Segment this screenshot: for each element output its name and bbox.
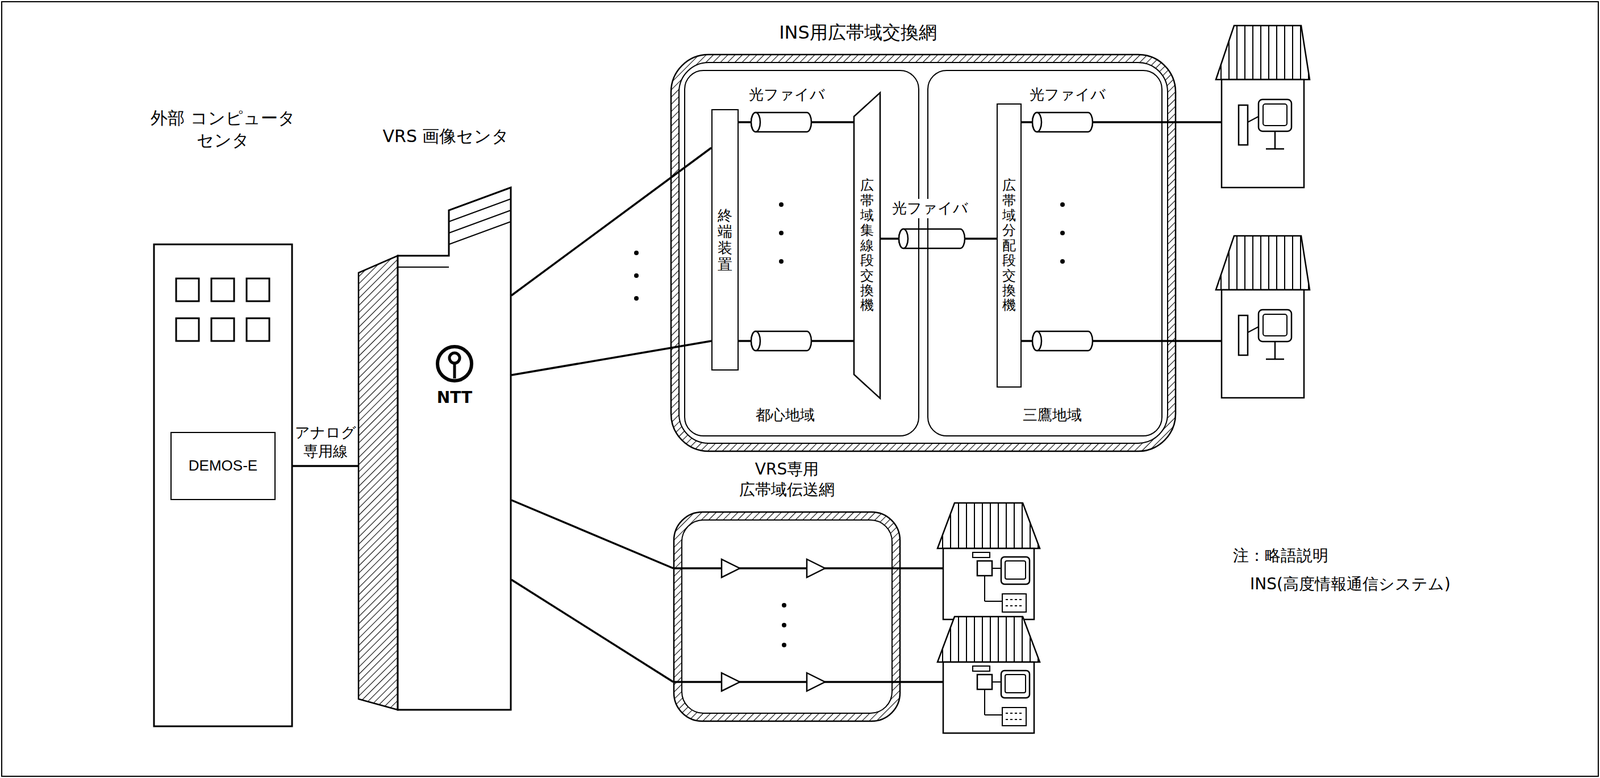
switch-trapezoid: 広帯域集線段交換機 [853,92,881,399]
network-region: INS用広帯域交換網都心地域終端装置広帯域集線段交換機三鷹地域広帯域分配段交換機 [670,53,1177,452]
connector-line [511,147,712,296]
node-text: 広帯域分配段交換機 [1002,177,1016,314]
switch-box: 広帯域分配段交換機 [996,103,1022,388]
image-center-building: VRS 画像センタ NTT [357,125,512,711]
optical-fiber-cylinders [751,112,1093,351]
computer-building: 外部 コンピュータ センタDEMOS-E [153,102,293,728]
node-text: VRS専用 広帯域伝送網 [730,459,844,501]
node-text: 終端装置 [717,207,733,273]
node-text: 三鷹地域 [1022,405,1082,425]
node-text: DEMOS-E [188,456,258,476]
node-outline [153,102,293,728]
node-text: 広帯域集線段交換機 [860,177,874,314]
node-text: 外部 コンピュータ センタ [142,106,304,152]
line-label: アナログ 専用線 [294,423,357,461]
connector-line [511,500,674,569]
node-text: NTT [397,387,512,408]
note-text: INS(高度情報通信システム) [1250,573,1451,595]
terminal-box: 終端装置 [711,109,739,371]
computer-box: DEMOS-E [170,431,276,500]
node-outline [670,53,1177,452]
node-text: VRS 画像センタ [380,125,512,148]
node-text: INS用広帯域交換網 [738,21,978,45]
fiber-label: 光ファイバ [892,198,969,219]
node-outline [673,511,901,722]
area-region: 三鷹地域 広帯域分配段交換機 [927,69,1163,437]
node-outline [357,125,512,711]
transmission-region: VRS専用 広帯域伝送網 [673,511,901,722]
wires [673,122,1239,682]
node-text: 都心地域 [755,405,815,425]
fiber-label: 光ファイバ [1029,85,1106,105]
connector-line [511,579,674,682]
connector-line [292,464,358,468]
amplifier-triangles [721,559,825,691]
connector-line [511,340,712,375]
note-text: 注：略語説明 [1232,545,1329,566]
fiber-label: 光ファイバ [748,85,825,105]
area-region: 都心地域 終端装置 広帯域集線段交換機 [684,69,920,437]
houses [937,25,1310,733]
